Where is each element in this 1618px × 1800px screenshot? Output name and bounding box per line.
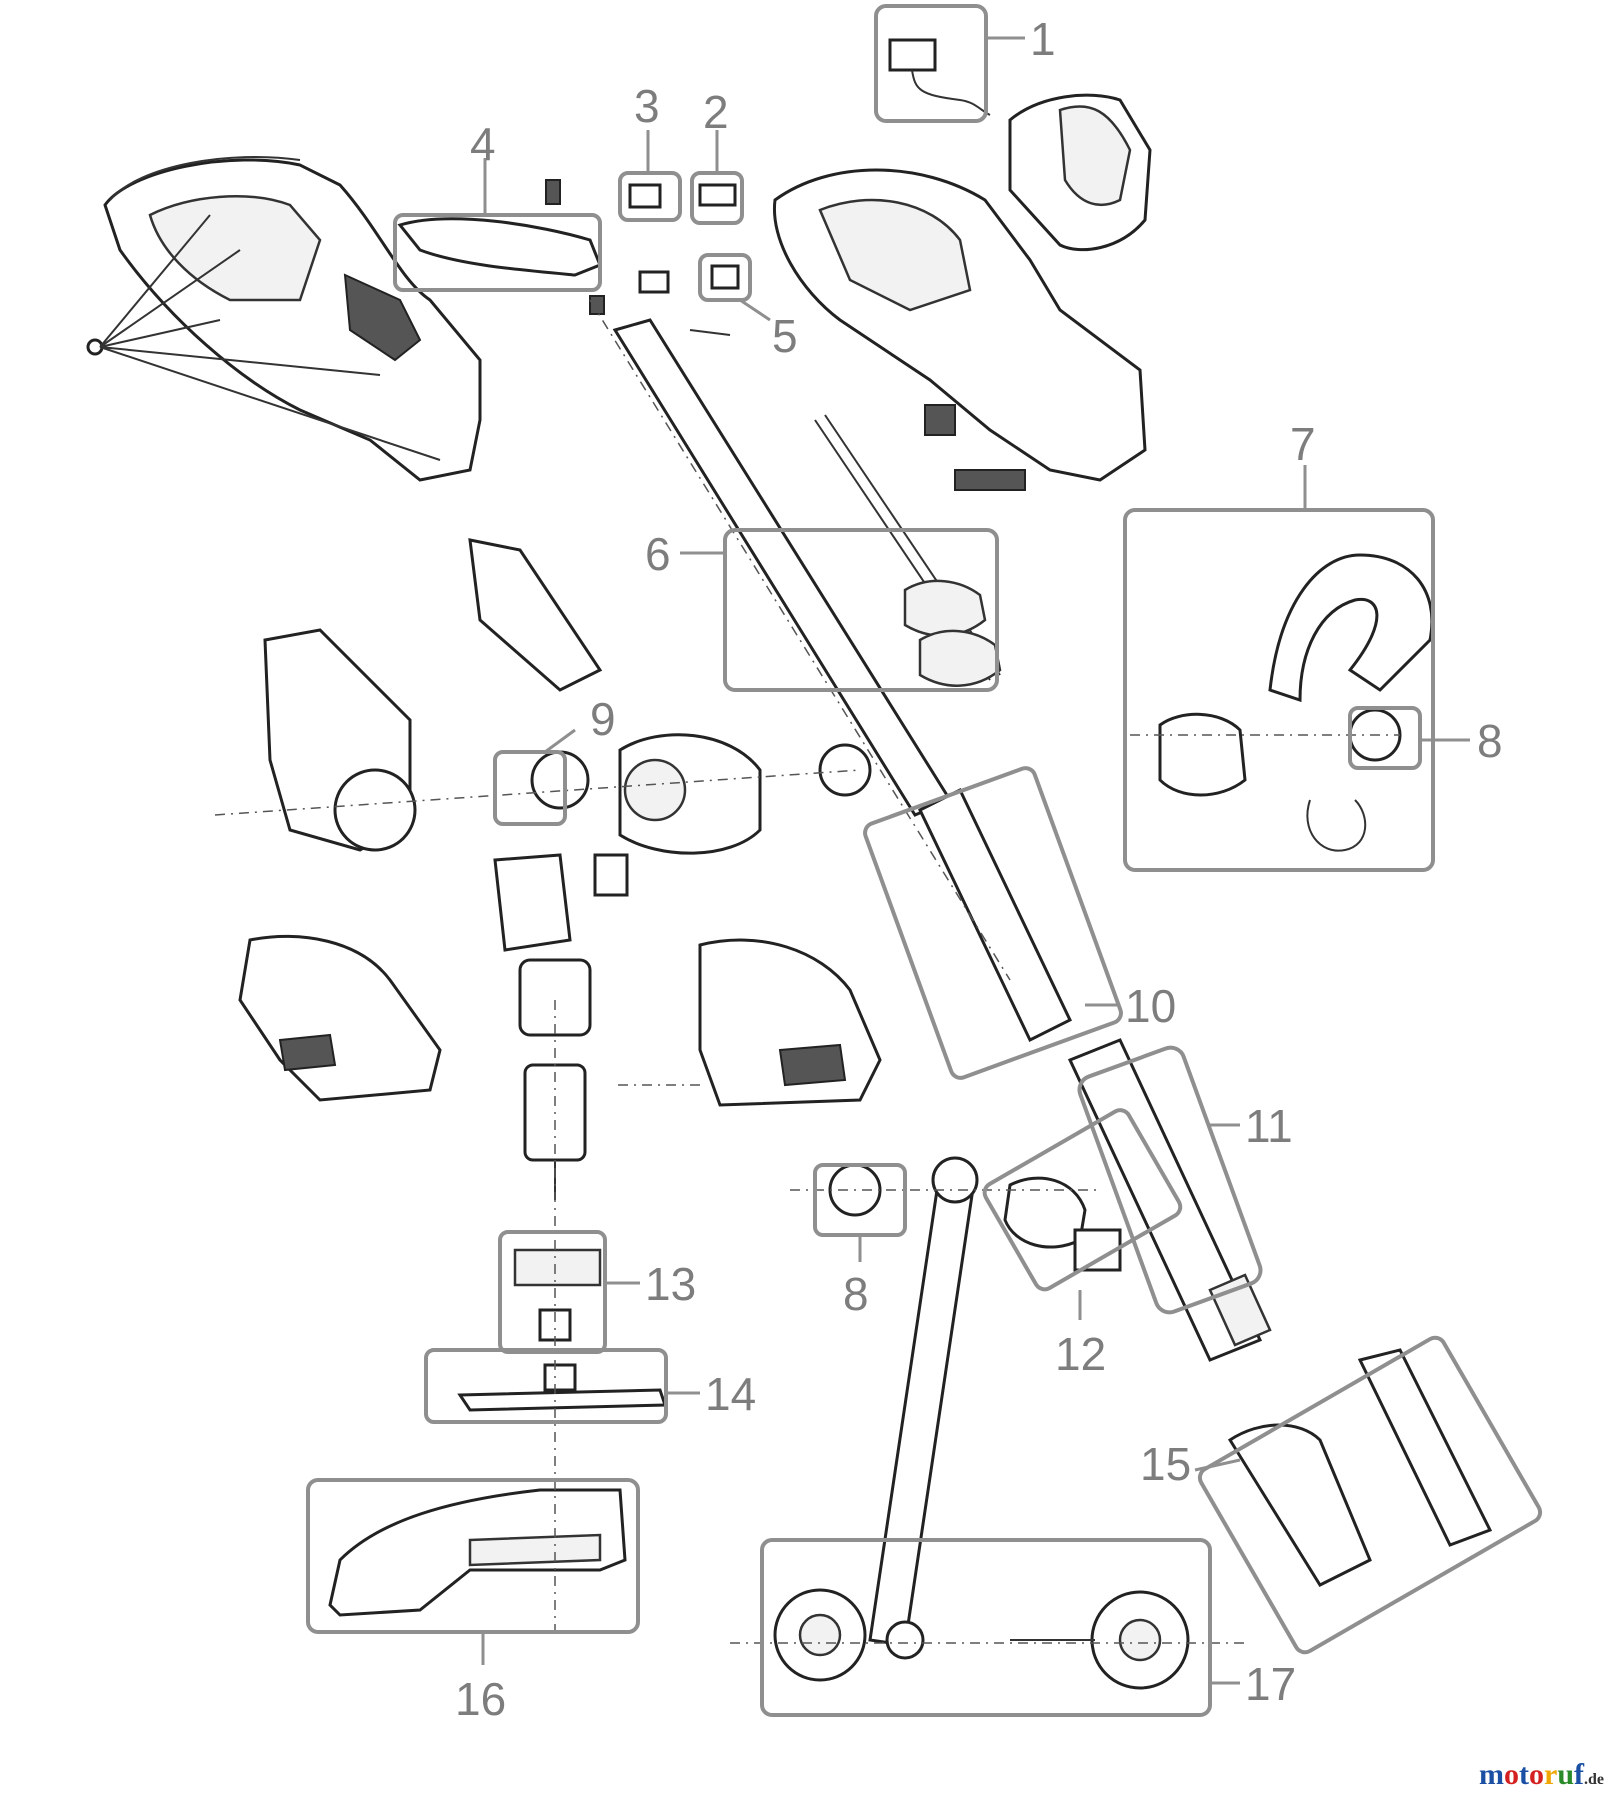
battery-pack	[1008, 93, 1152, 252]
motoruf-watermark: motoruf.de	[1479, 1758, 1604, 1792]
callout-box-15	[1197, 1335, 1543, 1655]
callout-label-4: 4	[470, 118, 496, 170]
callout-label-13: 13	[645, 1258, 696, 1310]
callout-label-14: 14	[705, 1368, 756, 1420]
switch-parts	[628, 183, 740, 336]
callout-label-3: 3	[634, 80, 660, 132]
motor-housing-cluster	[263, 538, 872, 952]
left-handle-housing	[86, 155, 482, 482]
callout-box-10	[863, 766, 1123, 1080]
wheel-arm	[868, 1156, 979, 1660]
callout-label-8b: 8	[843, 1268, 869, 1320]
motor-cover-right	[698, 938, 882, 1107]
callout-label-8a: 8	[1477, 715, 1503, 767]
callout-box-6	[723, 528, 999, 692]
auxiliary-handle	[1130, 553, 1434, 852]
watermark-main-text: motoruf	[1478, 1758, 1584, 1791]
callout-box-11	[1077, 1045, 1263, 1315]
callout-label-6: 6	[645, 528, 671, 580]
callout-box-12	[982, 1108, 1183, 1292]
callout-label-12: 12	[1055, 1328, 1106, 1380]
trigger-lever	[397, 179, 605, 315]
callout-label-15: 15	[1140, 1438, 1191, 1490]
callout-box-8a	[1348, 706, 1422, 770]
wheels	[773, 1588, 1190, 1690]
callout-label-5: 5	[772, 310, 798, 362]
charger	[888, 38, 991, 116]
guard	[328, 1488, 627, 1617]
callout-label-9: 9	[590, 693, 616, 745]
callout-box-3	[618, 171, 682, 222]
watermark-suffix-text: .de	[1584, 1771, 1604, 1788]
callout-labels: 1 2 3 4 5 6 7 8 8 9 10 11 12 13 14 15 16…	[455, 13, 1503, 1725]
callout-label-17: 17	[1245, 1658, 1296, 1710]
right-handle-housing	[772, 168, 1147, 491]
callout-label-16: 16	[455, 1673, 506, 1725]
callout-label-2: 2	[703, 86, 729, 138]
callout-label-10: 10	[1125, 980, 1176, 1032]
callout-box-5	[698, 253, 752, 302]
callout-box-7	[1123, 508, 1435, 872]
lower-shaft	[918, 787, 1493, 1587]
clamp	[1003, 1176, 1122, 1272]
callout-box-4	[393, 213, 602, 292]
motor-cover-left	[238, 934, 442, 1102]
callout-label-7: 7	[1290, 418, 1316, 470]
callout-box-1	[874, 4, 988, 123]
callout-box-16	[306, 1478, 640, 1634]
assembly-axis-lines	[214, 299, 1250, 1644]
callout-box-14	[424, 1348, 668, 1424]
blade	[457, 1363, 668, 1412]
callout-box-9	[493, 750, 567, 826]
callout-box-2	[690, 171, 744, 225]
callout-label-1: 1	[1030, 13, 1056, 65]
callout-box-17	[760, 1538, 1212, 1717]
flange	[513, 1248, 602, 1342]
callout-label-11: 11	[1245, 1100, 1293, 1152]
callout-leaders	[481, 36, 1470, 1685]
